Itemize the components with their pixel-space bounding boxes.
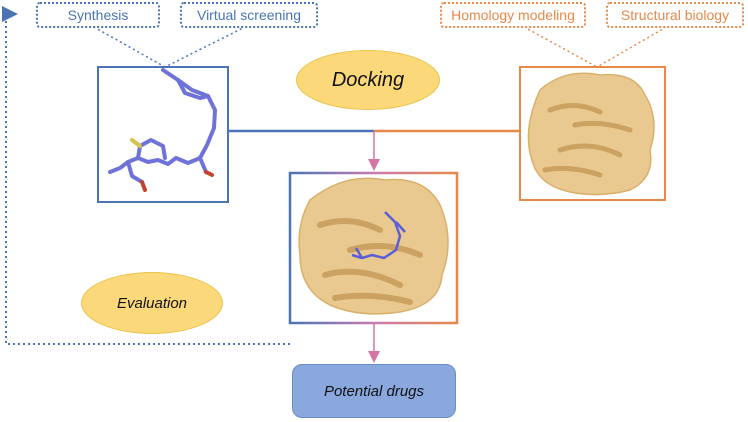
potential-drugs-text: Potential drugs bbox=[323, 382, 425, 400]
ligand-stick-model bbox=[108, 68, 217, 192]
docking-ellipse: Docking bbox=[296, 50, 440, 110]
protein-ligand-complex-model bbox=[298, 177, 449, 315]
homology-connector bbox=[514, 21, 598, 68]
structural-connector bbox=[596, 21, 676, 68]
evaluation-text: Evaluation bbox=[116, 294, 188, 312]
evaluation-ellipse: Evaluation bbox=[81, 272, 223, 334]
protein-surface-model bbox=[527, 72, 655, 196]
synthesis-connector bbox=[84, 21, 166, 68]
screening-connector bbox=[164, 21, 256, 68]
docking-text: Docking bbox=[331, 68, 405, 91]
potential-drugs-box: Potential drugs bbox=[292, 364, 456, 418]
structural-biology-label: Structural biology bbox=[606, 2, 744, 28]
virtual-screening-label: Virtual screening bbox=[180, 2, 318, 28]
synthesis-label: Synthesis bbox=[36, 2, 160, 28]
homology-modeling-label: Homology modeling bbox=[440, 2, 586, 28]
feedback-loop-line bbox=[2, 6, 290, 345]
ligand-box bbox=[97, 66, 229, 203]
